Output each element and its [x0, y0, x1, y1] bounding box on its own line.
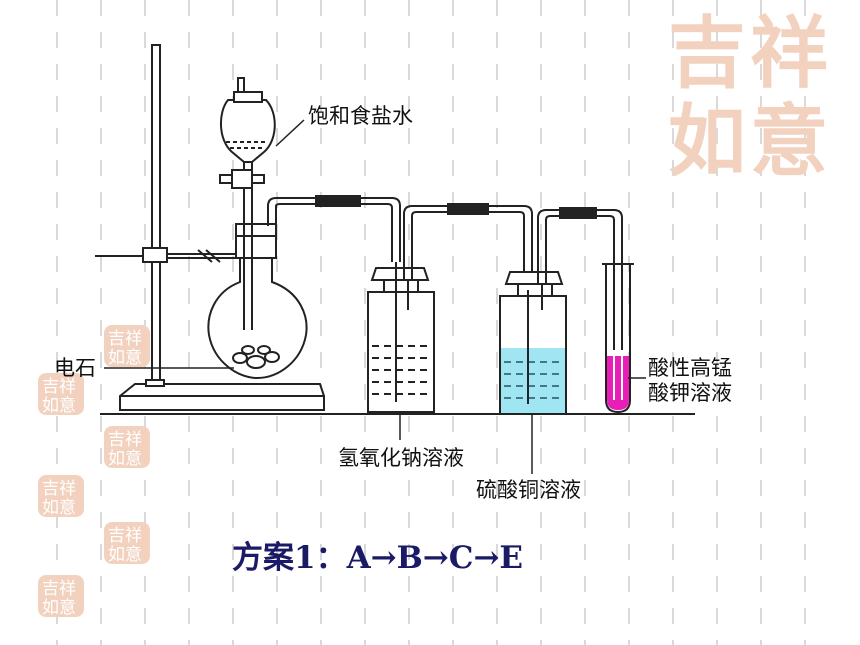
- label-kmno4-line1: 酸性高锰: [648, 356, 732, 380]
- svg-text:吉祥: 吉祥: [108, 526, 142, 546]
- label-calcium-carbide: 电石: [54, 356, 96, 380]
- test-tube-e: [602, 263, 634, 414]
- svg-text:如意: 如意: [108, 348, 142, 367]
- svg-text:吉祥: 吉祥: [42, 579, 76, 599]
- svg-text:如意: 如意: [42, 396, 76, 415]
- calcium-carbide-pieces: [232, 345, 280, 369]
- svg-text:如意: 如意: [42, 598, 76, 617]
- svg-text:意: 意: [750, 96, 828, 185]
- svg-text:吉祥: 吉祥: [42, 377, 76, 397]
- svg-text:吉祥: 吉祥: [108, 329, 142, 349]
- tube-c-to-e: [537, 207, 623, 360]
- seal-large-decoration: 吉 祥 如 意: [668, 8, 828, 185]
- separatory-funnel: [219, 77, 276, 330]
- label-naoh-solution: 氢氧化钠溶液: [338, 446, 464, 470]
- scheme-caption: 方案1：A→B→C→E: [232, 540, 524, 576]
- tube-b-to-c: [403, 203, 533, 290]
- svg-text:吉祥: 吉祥: [108, 430, 142, 450]
- svg-text:如: 如: [668, 96, 746, 185]
- flask-a: [207, 223, 308, 380]
- label-kmno4-line2: 酸钾溶液: [648, 381, 732, 405]
- label-saturated-brine: 饱和食盐水: [308, 104, 413, 128]
- iron-stand: [95, 44, 325, 411]
- leader-lines: [104, 119, 646, 474]
- svg-text:吉: 吉: [668, 8, 746, 99]
- bottle-c-cuso4: [499, 271, 567, 415]
- tube-a-to-b: [267, 195, 401, 262]
- svg-text:如意: 如意: [108, 545, 142, 564]
- label-cuso4-solution: 硫酸铜溶液: [476, 478, 581, 502]
- bottle-b-naoh: [367, 262, 435, 413]
- svg-text:如意: 如意: [42, 498, 76, 517]
- svg-text:祥: 祥: [750, 8, 828, 99]
- svg-text:如意: 如意: [108, 449, 142, 468]
- svg-text:吉祥: 吉祥: [42, 479, 76, 499]
